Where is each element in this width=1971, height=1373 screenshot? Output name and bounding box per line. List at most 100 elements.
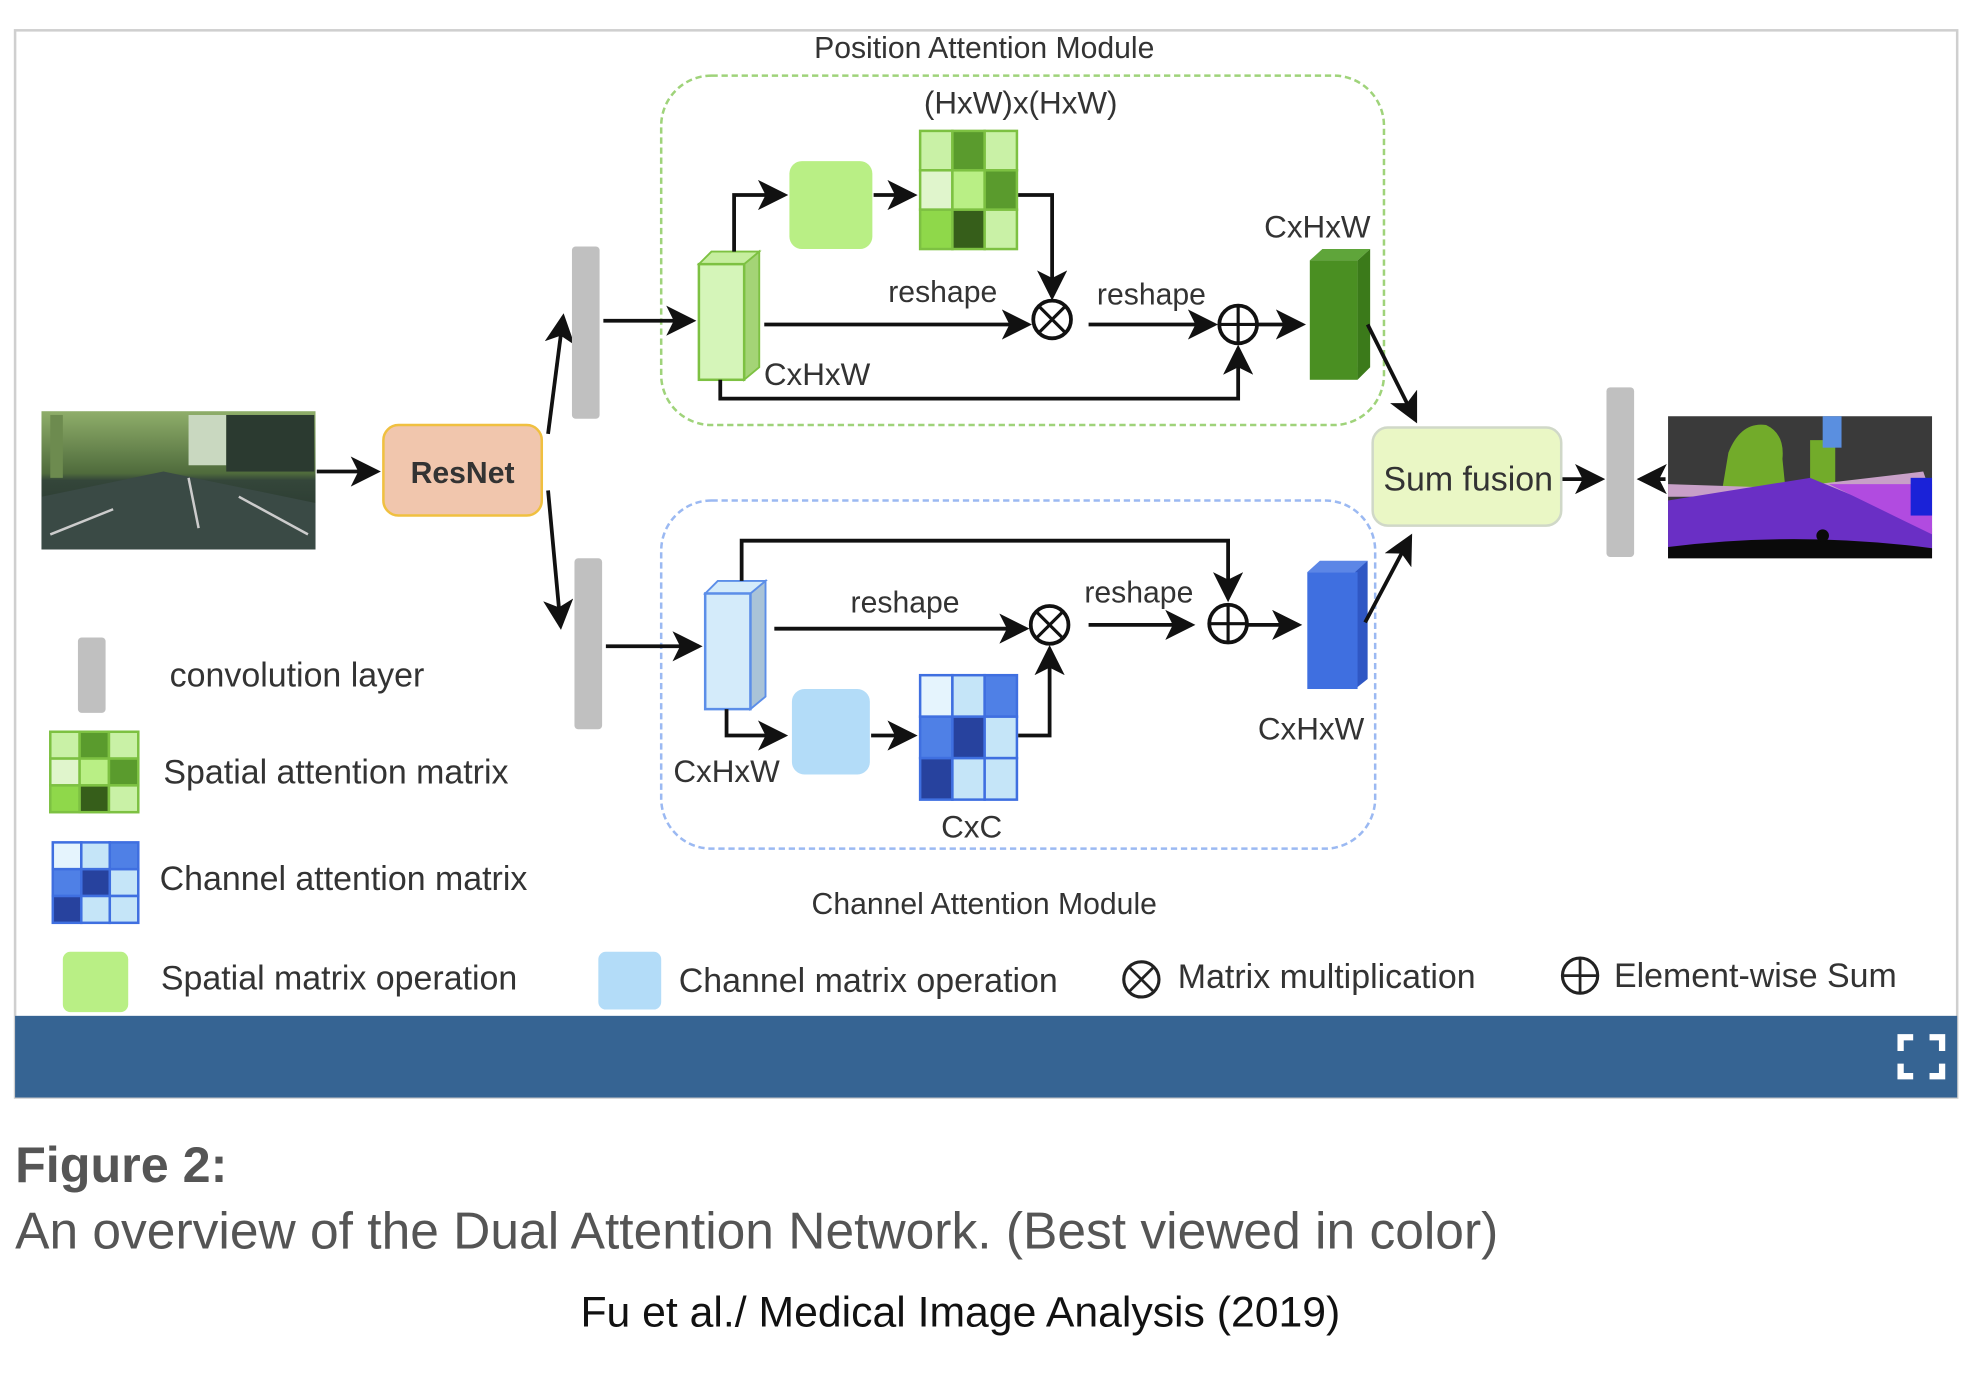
legend-otimes-icon	[1122, 960, 1161, 999]
spatial-matrix-operation	[789, 161, 873, 250]
cam-output-feature	[1307, 560, 1368, 690]
pam-output-dims: CxHxW	[1264, 210, 1371, 245]
legend-label: Spatial matrix operation	[161, 959, 517, 997]
output-segmentation-image	[1668, 416, 1933, 559]
input-street-image	[41, 411, 316, 550]
matrix-cell	[51, 867, 83, 898]
legend-label: Channel attention matrix	[160, 860, 528, 898]
matrix-cell	[80, 841, 112, 871]
arrow-to-channel-op	[724, 709, 789, 751]
spatial-attention-matrix	[918, 129, 1019, 251]
matrix-multiply-icon	[1028, 604, 1071, 646]
figure-citation: Fu et al./ Medical Image Analysis (2019)	[580, 1288, 1340, 1336]
matrix-cell	[78, 730, 111, 760]
figure-heading: Figure 2:	[15, 1136, 227, 1193]
arrow-resnet-to-cam	[543, 490, 574, 630]
cam-input-feature	[702, 578, 768, 712]
matrix-cell	[983, 169, 1019, 211]
channel-module-title: Channel Attention Module	[812, 888, 1157, 921]
sum-fusion-label: Sum fusion	[1383, 460, 1553, 498]
arrow-matrix-to-multiply	[1018, 193, 1068, 301]
legend-label: convolution layer	[170, 656, 425, 694]
arrow-cam-residual	[739, 538, 1244, 603]
reshape-label: reshape	[888, 276, 997, 309]
matrix-cell	[983, 208, 1019, 251]
element-sum-icon	[1207, 602, 1249, 645]
conv-layer-output	[1606, 387, 1635, 558]
matrix-cell	[51, 894, 83, 925]
legend-oplus-icon	[1560, 956, 1600, 995]
figure-caption: An overview of the Dual Attention Networ…	[15, 1201, 1498, 1259]
arrow-to-spatial-op	[732, 179, 789, 252]
legend-label: Spatial attention matrix	[163, 753, 508, 791]
matrix-cell	[78, 784, 111, 814]
matrix-cell	[107, 730, 140, 760]
matrix-cell	[51, 841, 83, 871]
arrow-cam-to-fusion	[1363, 533, 1413, 624]
matrix-cell	[78, 757, 111, 787]
matrix-cell	[951, 208, 986, 251]
legend-conv-layer-icon	[77, 637, 106, 713]
legend-label: Element-wise Sum	[1614, 957, 1897, 995]
matrix-cell	[983, 129, 1019, 172]
legend-spatial-op-icon	[62, 951, 129, 1013]
legend-label: Matrix multiplication	[1178, 958, 1476, 996]
resnet-label: ResNet	[411, 457, 515, 490]
matrix-cell	[918, 169, 954, 211]
matrix-cell	[918, 715, 954, 760]
resnet-block: ResNet	[382, 423, 544, 517]
matrix-cell	[983, 673, 1019, 718]
channel-attention-module	[659, 499, 1377, 850]
matrix-cell	[918, 673, 954, 718]
matrix-cell	[918, 208, 954, 251]
legend: convolution layer Spatial attention matr…	[49, 637, 1897, 1013]
matrix-cell	[951, 715, 986, 760]
matrix-cell	[983, 756, 1019, 801]
matrix-cell	[918, 756, 954, 801]
channel-matrix-dims: CxC	[941, 809, 1002, 844]
matrix-cell	[918, 129, 954, 172]
position-module-title: Position Attention Module	[814, 32, 1154, 65]
legend-label: Channel matrix operation	[679, 962, 1058, 1000]
arrow-pam-residual	[718, 344, 1254, 401]
reshape-label: reshape	[851, 586, 960, 619]
matrix-cell	[951, 169, 986, 211]
position-attention-module	[659, 74, 1386, 427]
cam-input-dims: CxHxW	[673, 754, 780, 789]
matrix-cell	[951, 756, 986, 801]
spatial-matrix-dims: (HxW)x(HxW)	[924, 85, 1118, 120]
matrix-cell	[951, 673, 986, 718]
element-sum-icon	[1217, 303, 1259, 346]
matrix-cell	[49, 784, 81, 814]
pam-input-feature	[696, 249, 762, 382]
conv-layer-pam	[571, 246, 600, 419]
image-toolbar	[15, 1015, 1958, 1098]
matrix-cell	[108, 894, 140, 925]
matrix-cell	[80, 867, 112, 898]
legend-channel-op-icon	[598, 951, 662, 1010]
matrix-cell	[49, 730, 81, 760]
sum-fusion-block: Sum fusion	[1371, 426, 1563, 527]
arrow-pam-to-fusion	[1365, 323, 1418, 424]
legend-spatial-matrix-icon	[49, 730, 140, 814]
channel-matrix-operation	[791, 689, 870, 775]
matrix-cell	[107, 784, 140, 814]
reshape-label: reshape	[1084, 576, 1193, 609]
conv-layer-cam	[574, 558, 603, 730]
arrow-channel-matrix-to-multiply	[1018, 645, 1065, 738]
channel-attention-matrix	[918, 673, 1019, 801]
pam-output-feature	[1309, 249, 1371, 380]
matrix-cell	[49, 757, 81, 787]
reshape-label: reshape	[1097, 278, 1206, 311]
matrix-cell	[108, 841, 140, 871]
matrix-cell	[107, 757, 140, 787]
expand-icon[interactable]	[1892, 1028, 1950, 1083]
pam-input-dims: CxHxW	[764, 357, 871, 392]
arrow-resnet-to-pam	[544, 313, 575, 435]
matrix-cell	[983, 715, 1019, 760]
matrix-multiply-icon	[1031, 298, 1073, 341]
cam-output-dims: CxHxW	[1258, 711, 1365, 746]
legend-channel-matrix-icon	[51, 841, 140, 925]
matrix-cell	[108, 867, 140, 898]
